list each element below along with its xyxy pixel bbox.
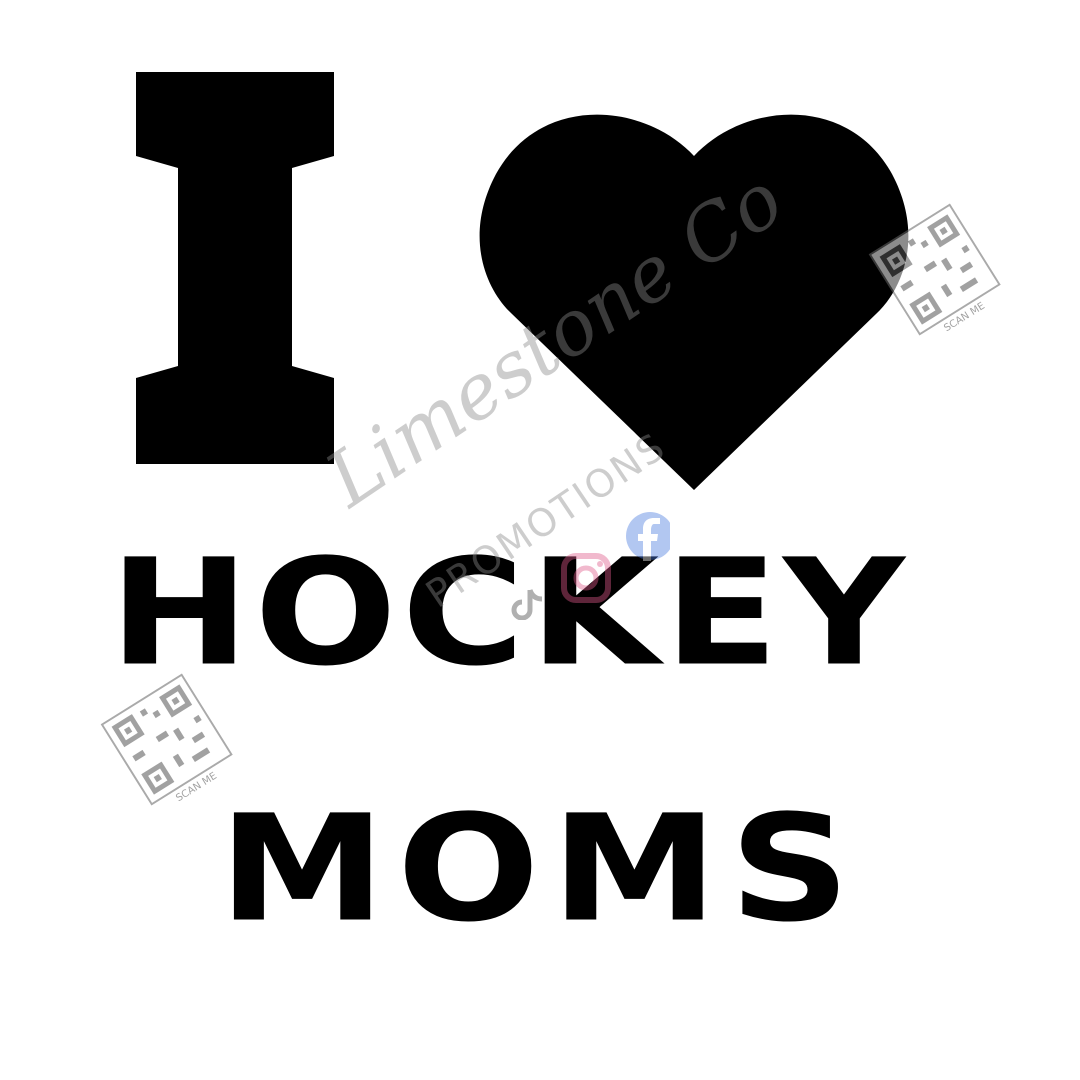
word-hockey: HOCKEY [109,528,910,699]
word-moms: MOMS [218,784,862,955]
qr-code-icon: SCAN ME [868,203,1012,352]
qr-code-pattern [868,203,1001,336]
qr-code-icon: SCAN ME [100,673,244,822]
qr-code-pattern [100,673,233,806]
heart-icon [479,114,909,490]
letter-i: I [136,72,334,464]
